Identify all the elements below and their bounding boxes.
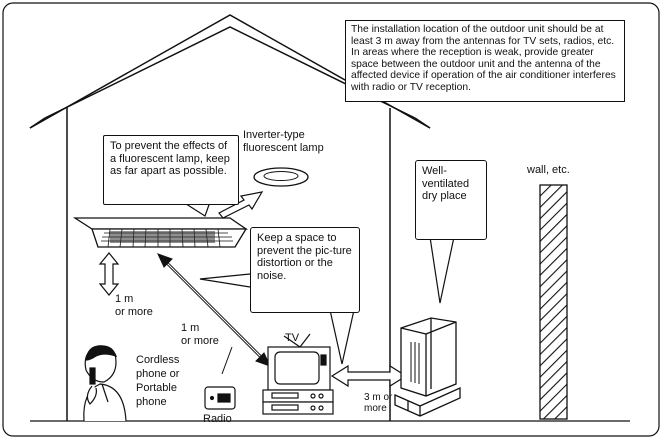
hatched-wall	[539, 184, 568, 420]
tv-set	[262, 333, 334, 415]
callout-fluorescent: To prevent the effects of a fluorescent …	[103, 135, 239, 205]
label-wall: wall, etc.	[527, 164, 570, 176]
label-tv-distance: 3 m or more	[364, 392, 393, 414]
arrow-tv-outdoor	[330, 364, 408, 388]
ceiling-air-conditioner	[72, 217, 249, 248]
label-tv: TV	[285, 332, 300, 344]
radio-pointer	[221, 346, 233, 375]
callout-keep-space-text: Keep a space to prevent the pic-ture dis…	[257, 232, 352, 282]
label-lamp: Inverter-type fluorescent lamp	[243, 129, 324, 154]
label-phone: Cordless phone or Portable phone	[136, 354, 180, 408]
callout-fluorescent-text: To prevent the effects of a fluorescent …	[110, 140, 230, 177]
callout-keep-space: Keep a space to prevent the pic-ture dis…	[250, 227, 360, 313]
label-radio-distance: 1 m or more	[181, 322, 219, 347]
notice-text: The installation location of the outdoor…	[351, 24, 616, 93]
notice-box: The installation location of the outdoor…	[345, 20, 625, 102]
radio-shape	[204, 386, 236, 410]
person-with-phone	[83, 345, 127, 422]
callout-dry-place-text: Well-ventilated dry place	[422, 165, 470, 202]
arrow-to-lamp	[218, 191, 264, 219]
label-floor-distance: 1 m or more	[115, 293, 153, 318]
callout-dry-place: Well-ventilated dry place	[415, 160, 487, 240]
arrow-floor-distance	[98, 252, 120, 296]
label-radio: Radio	[203, 413, 232, 425]
outdoor-unit	[394, 317, 461, 417]
arrow-to-tv	[157, 253, 271, 367]
fluorescent-lamp-shape	[253, 167, 309, 187]
